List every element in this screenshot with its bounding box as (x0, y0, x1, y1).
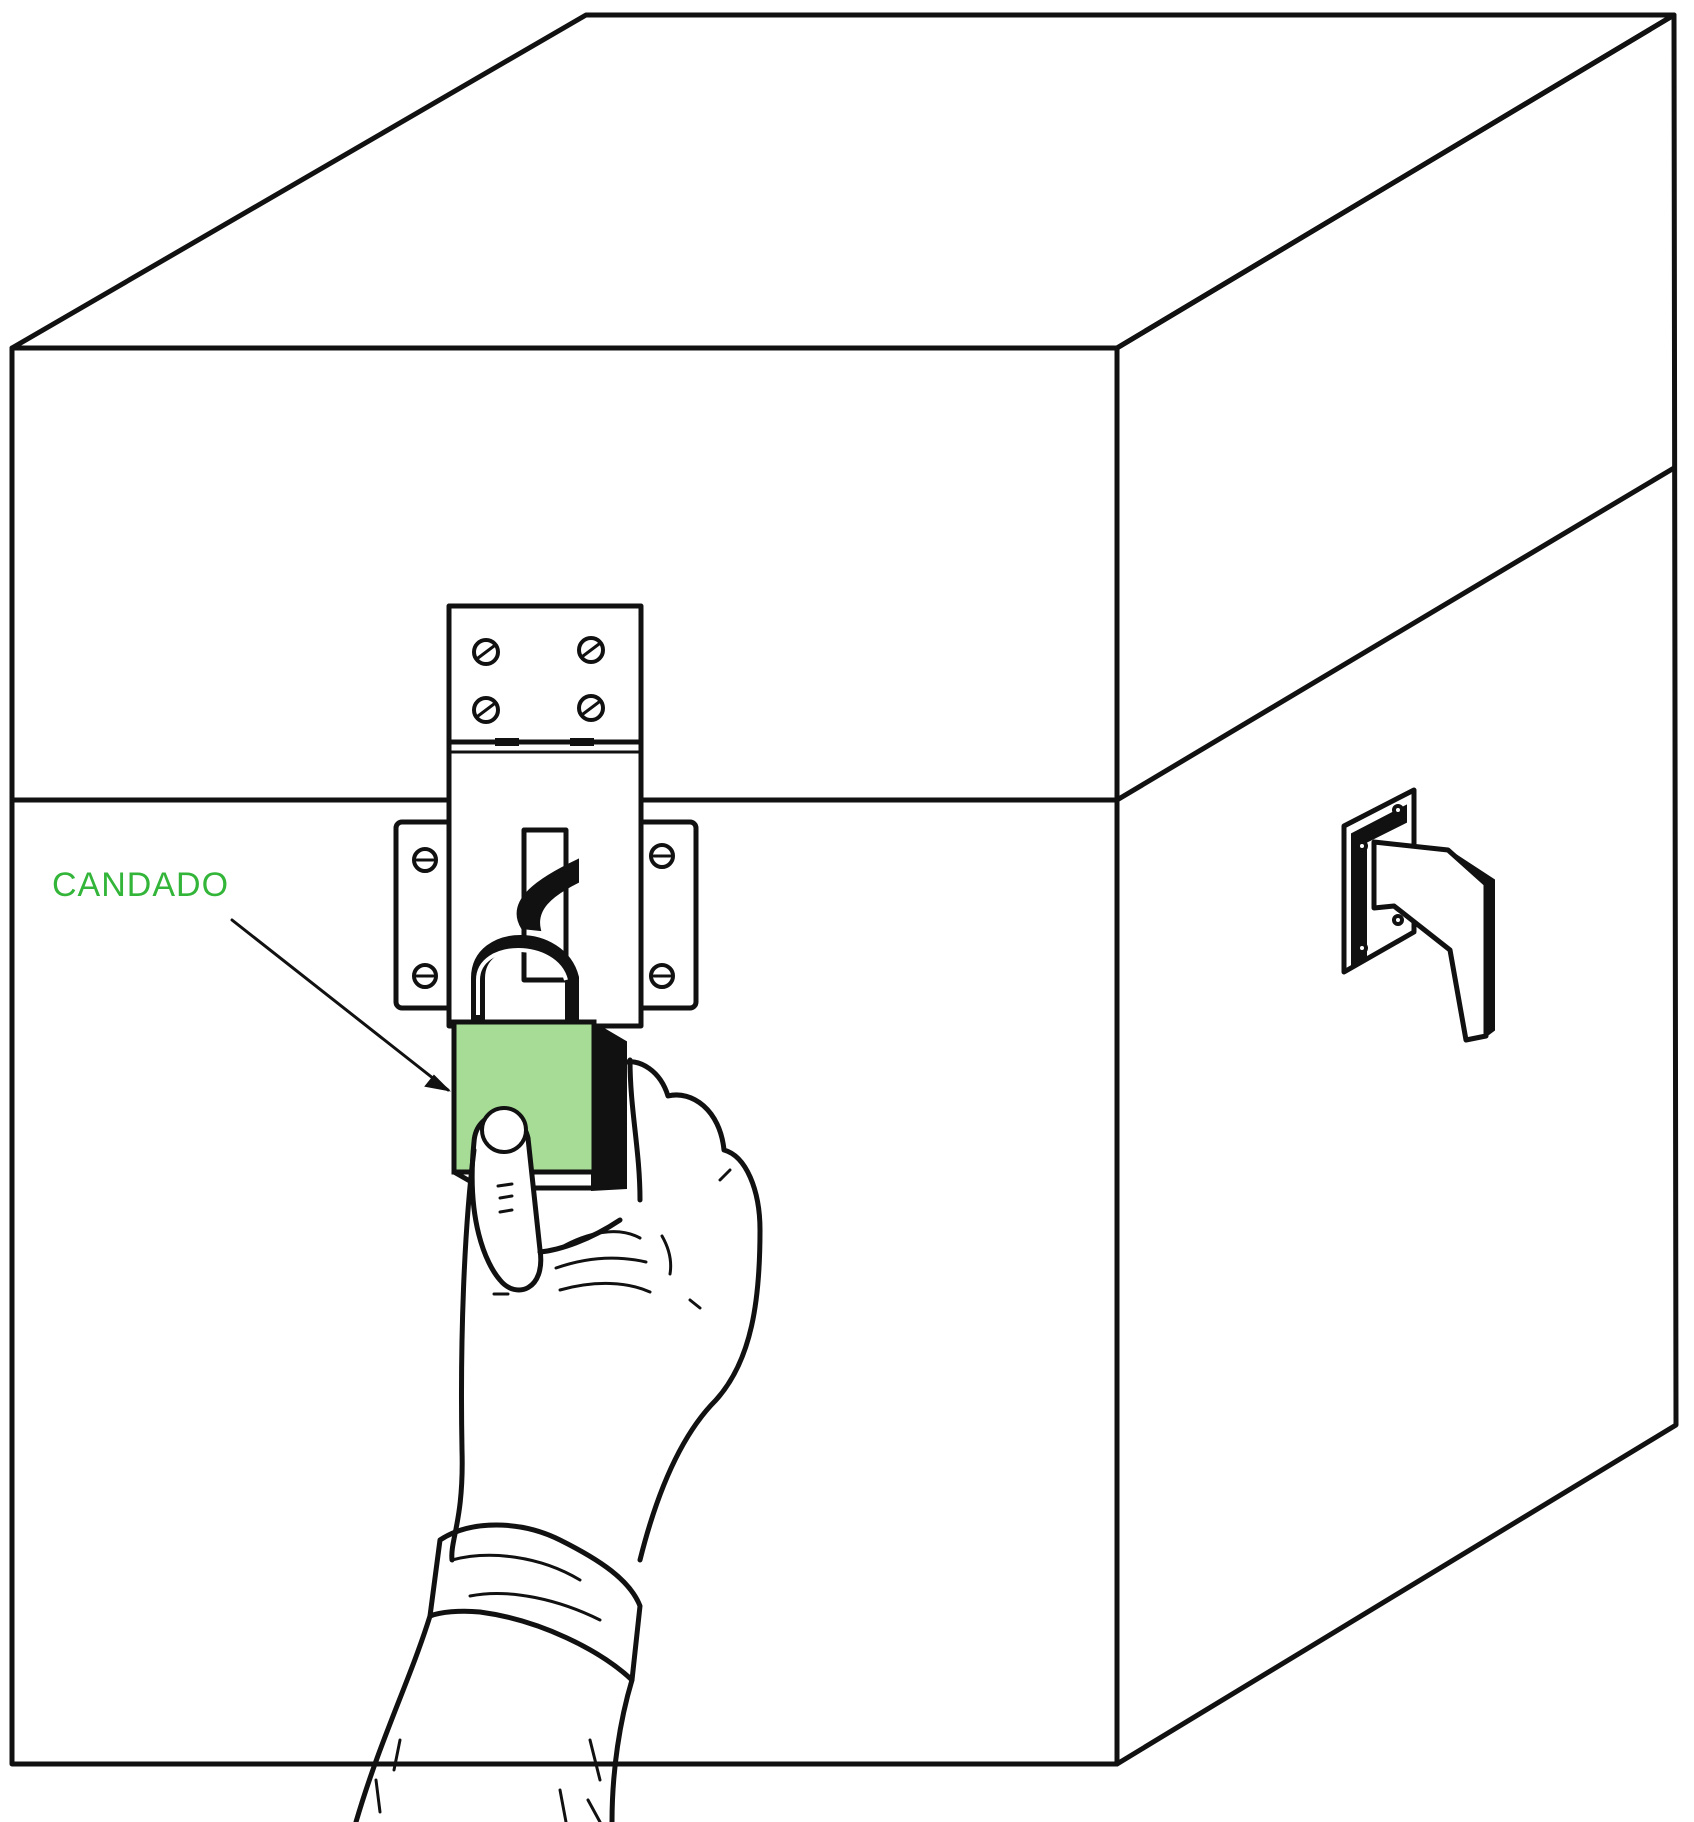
padlock-label: CANDADO (52, 866, 229, 905)
sleeve (356, 1616, 632, 1822)
sleeve-cuff (430, 1525, 640, 1680)
padlock-side (592, 1022, 626, 1190)
box-top-face (12, 15, 1674, 348)
handle-icon (1344, 790, 1494, 1040)
lid-seam (12, 468, 1674, 800)
callout-arrowhead (426, 1076, 448, 1090)
hasp-icon (396, 606, 696, 1026)
thumbnail (482, 1108, 526, 1152)
